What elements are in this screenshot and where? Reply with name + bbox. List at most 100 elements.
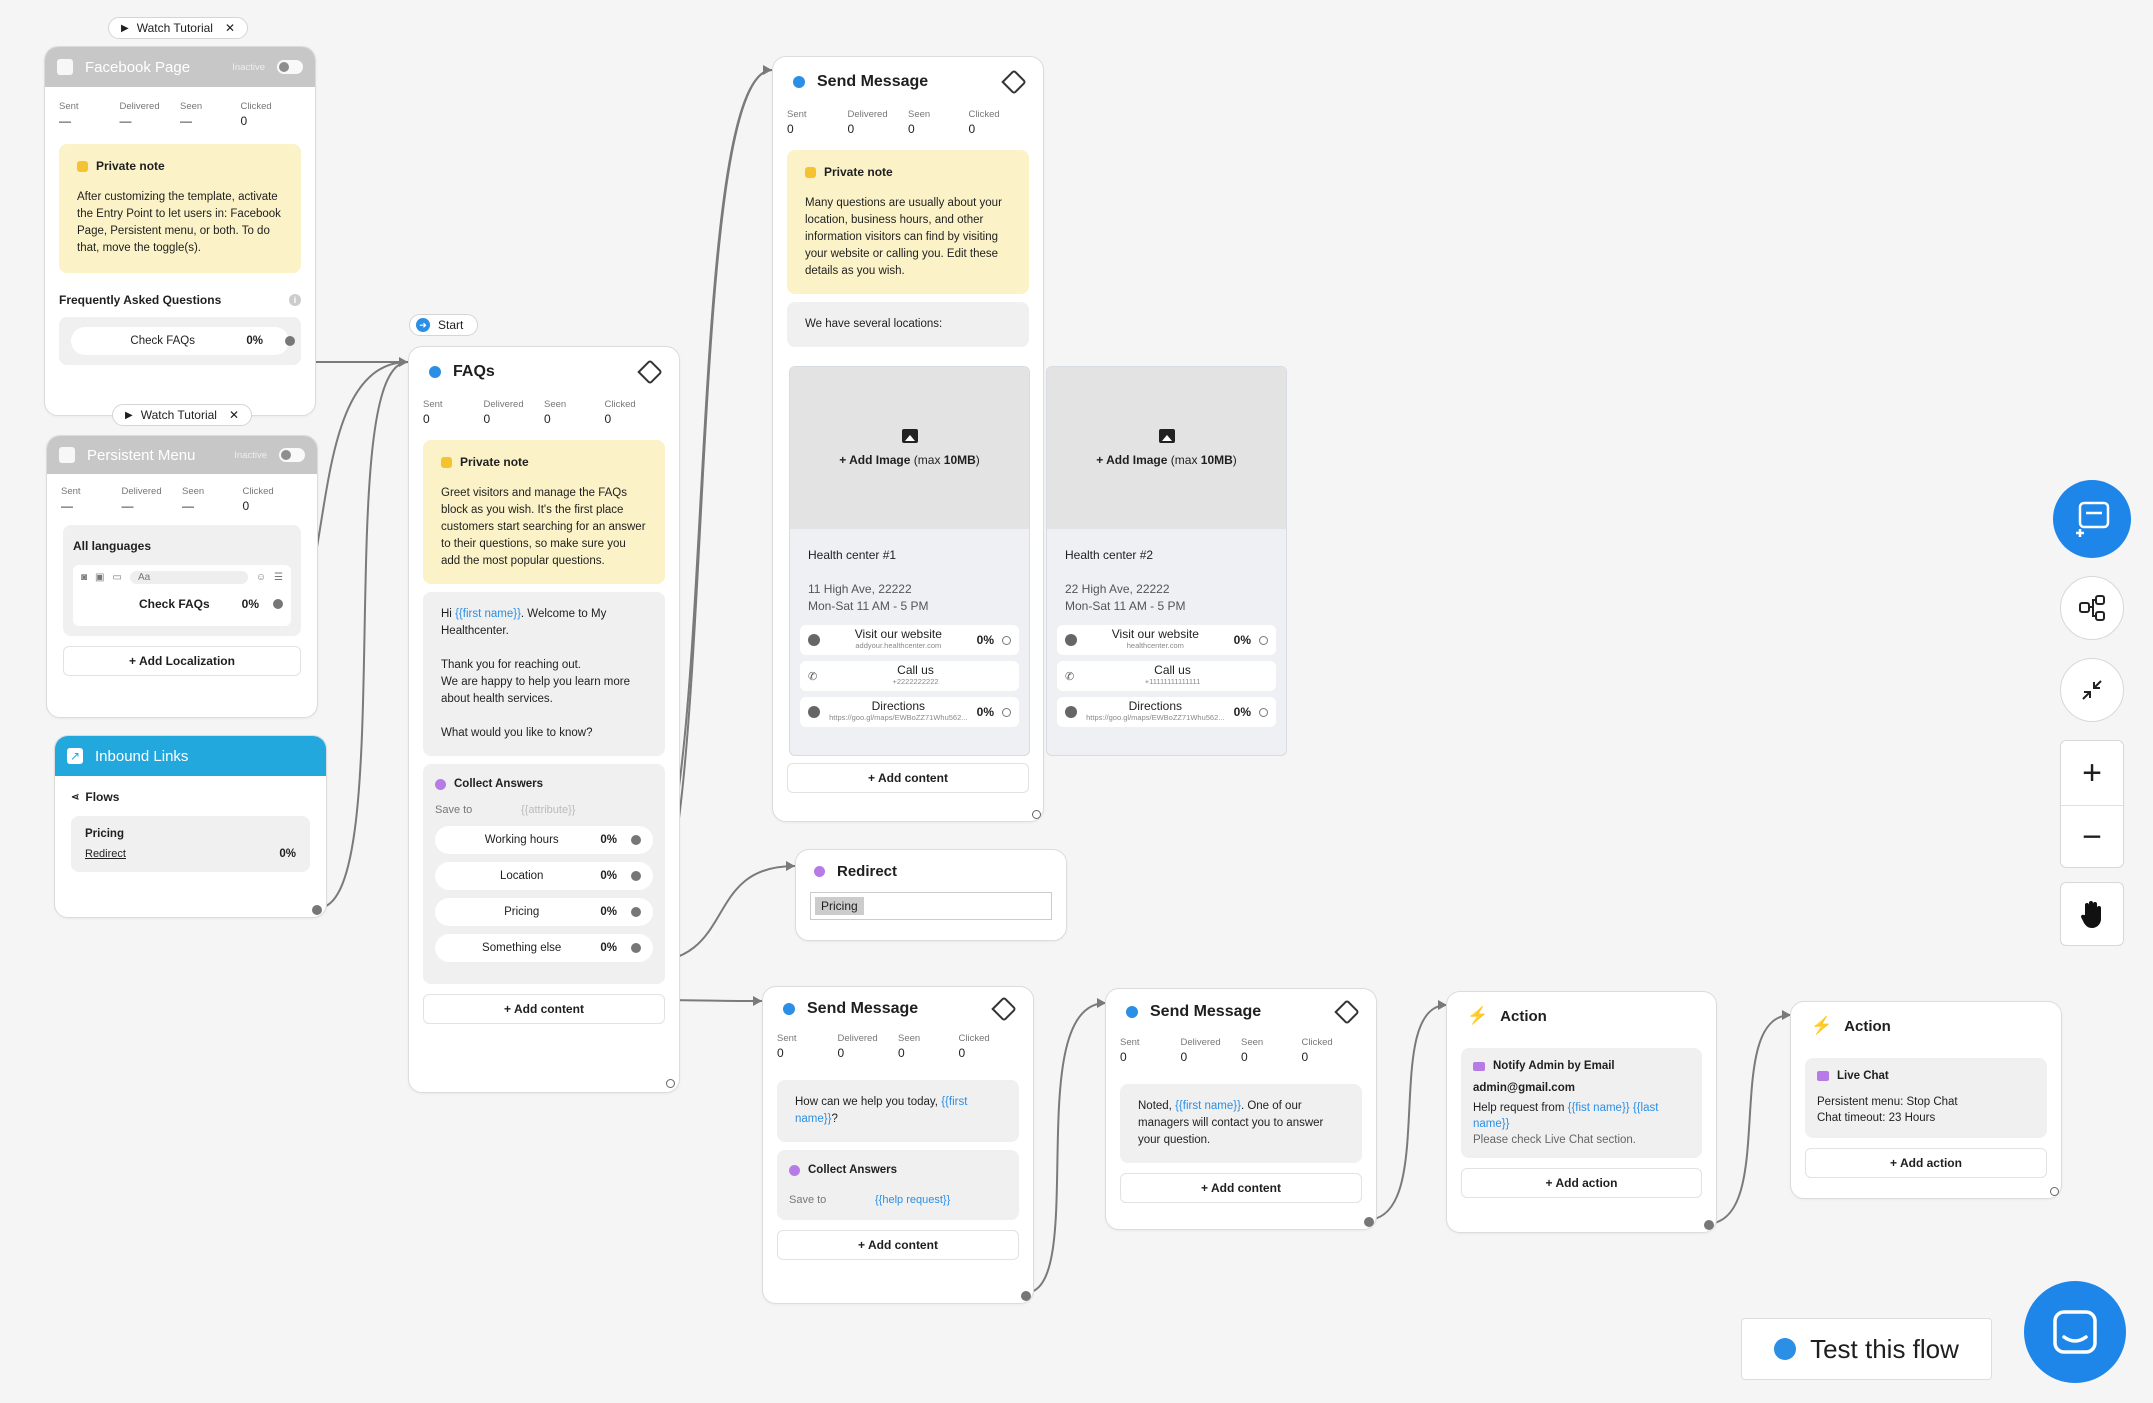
text-message[interactable]: Noted, {{first name}}. One of our manage… [1120,1084,1362,1163]
connection-handle[interactable] [631,907,641,917]
call-us-button[interactable]: ✆Call us+11111111111111 [1057,661,1276,691]
gif-icon: ▭ [112,572,122,583]
close-icon[interactable]: ✕ [224,21,236,35]
watch-tutorial-badge[interactable]: ▶ Watch Tutorial ✕ [112,404,253,426]
minus-icon: − [2082,818,2102,856]
add-content-button[interactable]: + Add content [787,763,1029,793]
link-icon [1065,634,1077,646]
connection-handle[interactable] [2050,1187,2059,1196]
connection-handle[interactable] [631,943,641,953]
emoji-icon: ☺ [255,572,267,583]
arrange-blocks-button[interactable] [2060,576,2124,640]
tag-icon[interactable] [991,996,1017,1022]
call-us-button[interactable]: ✆Call us+2222222222 [800,661,1019,691]
check-faqs-button[interactable]: Check FAQs 0% [71,327,295,355]
add-content-button[interactable]: + Add content [1120,1173,1362,1203]
connection-handle[interactable] [1021,1291,1031,1301]
connection-handle[interactable] [285,336,295,346]
facebook-page-entry[interactable]: Facebook Page Inactive Sent— Delivered— … [44,46,316,416]
save-attribute[interactable]: {{attribute}} [521,804,576,816]
activate-toggle[interactable] [277,60,303,74]
flow-item-title: Pricing [85,828,124,840]
close-icon[interactable]: ✕ [228,408,240,422]
redirect-target[interactable]: Pricing [815,897,864,915]
pan-tool-button[interactable] [2060,882,2124,946]
flow-tree-icon [2079,595,2105,621]
info-icon[interactable]: i [289,294,301,306]
tag-icon[interactable] [637,359,663,385]
redirect-link[interactable]: Redirect [85,848,126,860]
tag-icon[interactable] [1334,999,1360,1025]
save-attribute[interactable]: {{help request}} [875,1194,951,1206]
connection-handle[interactable] [631,871,641,881]
add-image-area[interactable]: + Add Image (max 10MB) [1047,367,1286,529]
connection-handle[interactable] [273,599,283,609]
menu-lines-icon: ☰ [274,572,283,583]
connection-handle[interactable] [1259,707,1268,717]
connection-handle[interactable] [1704,1220,1714,1230]
zoom-in-button[interactable]: + [2061,741,2123,806]
connection-handle[interactable] [1002,635,1011,645]
action-live-chat[interactable]: ⚡ Action Live Chat Persistent menu: Stop… [1790,1001,2062,1199]
connection-handle[interactable] [1032,810,1041,819]
private-note[interactable]: Private note Greet visitors and manage t… [423,440,665,584]
connection-handle[interactable] [1364,1217,1374,1227]
flows-icon: ⋖ [71,791,80,803]
add-image-area[interactable]: + Add Image (max 10MB) [790,367,1029,529]
add-block-button[interactable] [2053,480,2131,558]
message-icon [783,1003,795,1015]
chat-widget-button[interactable] [2024,1281,2126,1383]
connection-handle[interactable] [312,905,322,915]
persistent-menu-entry[interactable]: Persistent Menu Inactive Sent— Delivered… [46,435,318,718]
connection-handle[interactable] [1259,635,1268,645]
image-icon [1158,429,1175,443]
play-icon: ▶ [125,409,133,421]
plus-icon: + [2082,753,2102,792]
text-message[interactable]: Hi {{first name}}. Welcome to My Healthc… [423,592,665,756]
add-action-button[interactable]: + Add action [1805,1148,2047,1178]
text-message[interactable]: How can we help you today, {{first name}… [777,1080,1019,1142]
tag-icon[interactable] [1001,69,1027,95]
carousel-card-2[interactable]: + Add Image (max 10MB) Health center #2 … [1046,366,1287,756]
message-icon [429,366,441,378]
email-action[interactable]: Notify Admin by Email admin@gmail.com He… [1461,1048,1702,1158]
redirect-block[interactable]: Redirect Pricing [795,849,1067,941]
connection-handle[interactable] [1002,707,1011,717]
add-content-button[interactable]: + Add content [777,1230,1019,1260]
action-notify-email[interactable]: ⚡ Action Notify Admin by Email admin@gma… [1446,991,1717,1233]
private-note[interactable]: Private note Many questions are usually … [787,150,1029,294]
page-icon [57,59,73,75]
camera-icon: ◙ [81,572,88,583]
collect-answers[interactable]: Collect Answers Save to {{attribute}} Wo… [423,764,665,984]
image-icon: ▣ [95,572,105,583]
inbound-links-entry[interactable]: ↗ Inbound Links ⋖ Flows Pricing Redirect… [54,735,327,918]
connection-handle[interactable] [631,835,641,845]
watch-tutorial-badge[interactable]: ▶ Watch Tutorial ✕ [108,17,249,39]
connection-handle[interactable] [666,1079,675,1088]
check-faqs-button[interactable]: Check FAQs 0% [81,588,283,620]
text-message[interactable]: We have several locations: [787,302,1029,347]
zoom-out-button[interactable]: − [2061,806,2123,869]
activate-toggle[interactable] [279,448,305,462]
add-localization-button[interactable]: + Add Localization [63,646,301,676]
collect-answers[interactable]: Collect Answers Save to {{help request}} [777,1150,1019,1220]
collapse-button[interactable] [2060,658,2124,722]
live-chat-action[interactable]: Live Chat Persistent menu: Stop Chat Cha… [1805,1058,2047,1138]
test-flow-button[interactable]: Test this flow [1741,1318,1992,1380]
private-note[interactable]: Private note After customizing the templ… [59,144,301,273]
add-content-button[interactable]: + Add content [423,994,665,1024]
carousel-card-1[interactable]: + Add Image (max 10MB) Health center #1 … [789,366,1030,756]
add-action-button[interactable]: + Add action [1461,1168,1702,1198]
